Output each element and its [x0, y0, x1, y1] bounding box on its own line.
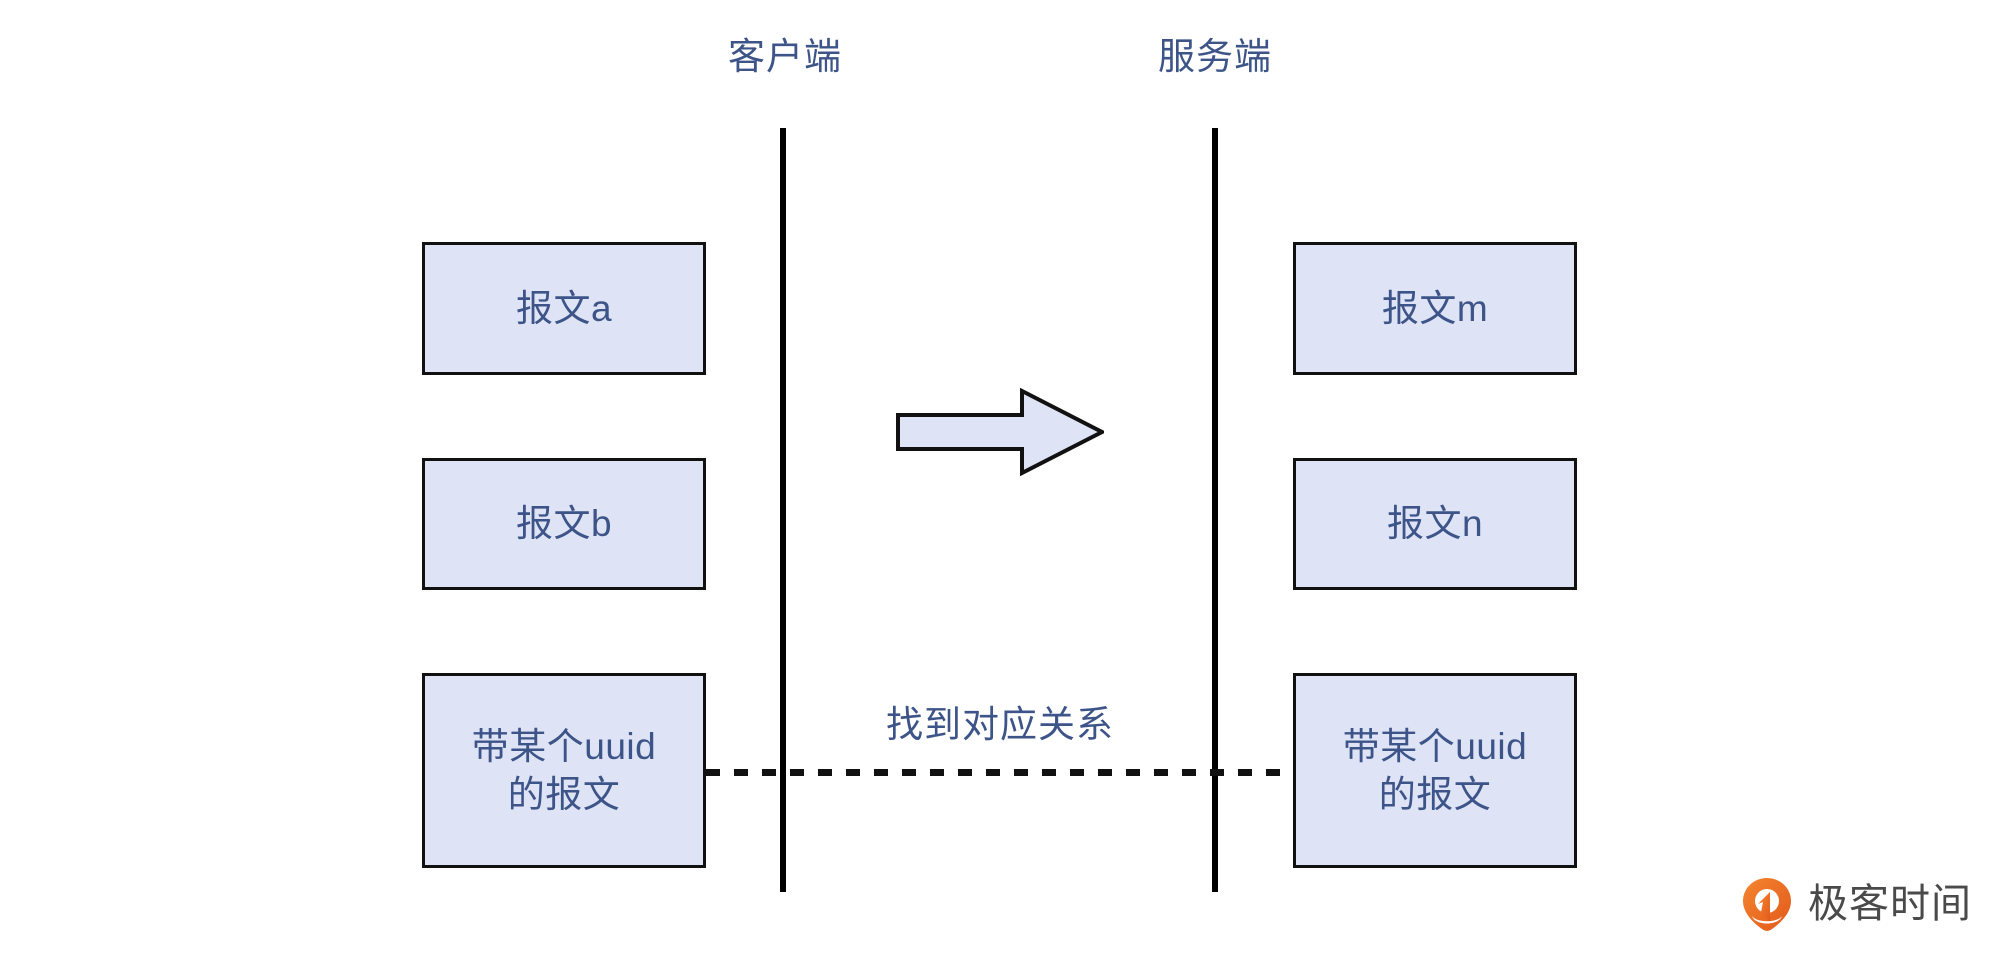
- message-box-server-uuid: 带某个uuid 的报文: [1293, 673, 1577, 868]
- message-box-client-1: 报文a: [422, 242, 706, 375]
- geektime-logo-icon: [1743, 878, 1791, 931]
- message-box-server-2: 报文n: [1293, 458, 1577, 590]
- brand-name: 极客时间: [1808, 882, 1972, 926]
- message-box-client-uuid: 带某个uuid 的报文: [422, 673, 706, 868]
- column-title-client: 客户端: [728, 36, 842, 77]
- right-arrow-icon: [896, 388, 1104, 476]
- message-box-client-2: 报文b: [422, 458, 706, 590]
- column-title-server: 服务端: [1158, 36, 1272, 77]
- brand-logo: 极客时间: [1739, 876, 1972, 932]
- correlation-dashed-line: [706, 769, 1293, 776]
- message-box-server-1: 报文m: [1293, 242, 1577, 375]
- correlation-label: 找到对应关系: [886, 704, 1114, 745]
- lifeline-client: [780, 128, 786, 892]
- lifeline-server: [1212, 128, 1218, 892]
